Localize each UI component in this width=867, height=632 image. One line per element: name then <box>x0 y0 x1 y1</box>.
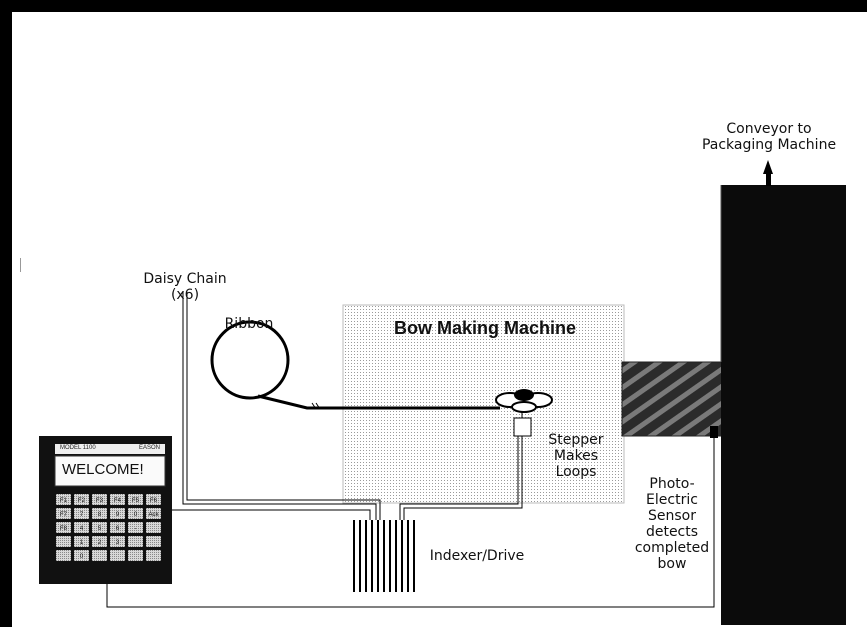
frame-left-border <box>0 0 12 627</box>
indexer-drive <box>353 520 415 592</box>
bow-making-machine-title: Bow Making Machine <box>393 318 577 338</box>
bow-making-machine-area <box>342 304 625 504</box>
keypad-key-label: 1 <box>80 540 84 546</box>
panel-model-label: MODEL 1100 <box>60 445 96 451</box>
keypad-key <box>110 550 125 561</box>
keypad-key-label: F4 <box>114 498 122 504</box>
ribbon-label: Ribbon <box>224 316 274 332</box>
frame-top-border <box>0 0 867 12</box>
keypad-key <box>146 494 161 505</box>
keypad-key <box>92 522 107 533</box>
keypad-key <box>74 522 89 533</box>
keypad-key <box>128 508 143 519</box>
keypad-key-label: F1 <box>60 498 68 504</box>
stepper-label: Stepper Makes Loops <box>548 432 604 480</box>
keypad-key <box>92 550 107 561</box>
photo-sensor <box>710 426 718 438</box>
keypad-key-label: F5 <box>132 498 140 504</box>
keypad-key <box>56 550 71 561</box>
keypad-key <box>128 536 143 547</box>
indexer-fin <box>353 520 355 592</box>
panel-indexer-cable <box>172 509 371 520</box>
stepper-indexer-cable-2 <box>399 436 519 520</box>
keypad-key <box>92 536 107 547</box>
daisy-chain-cable <box>186 292 381 520</box>
ribbon-strip <box>257 394 500 410</box>
keypad-key-label: 6 <box>116 526 120 532</box>
keypad-key-label: F6 <box>150 498 158 504</box>
keypad-key-label: - <box>135 526 137 532</box>
indexer-fin <box>365 520 367 592</box>
indexer-label: Indexer/Drive <box>429 548 525 564</box>
keypad-key <box>56 494 71 505</box>
indexer-fin <box>377 520 379 592</box>
keypad-key <box>110 522 125 533</box>
keypad-key-label: 4 <box>80 526 84 532</box>
margin-mark <box>20 258 21 272</box>
keypad-key <box>92 508 107 519</box>
keypad-key <box>110 508 125 519</box>
panel-display <box>54 455 166 487</box>
indexer-fin <box>413 520 415 592</box>
keypad-key-label: 2 <box>98 540 102 546</box>
ribbon-spool <box>210 320 290 400</box>
bow <box>495 389 553 413</box>
keypad-key-label: 0 <box>134 512 138 518</box>
daisy-chain-cable-2 <box>182 292 377 520</box>
conveyor-arrow-head <box>763 160 773 174</box>
keypad-key <box>146 508 161 519</box>
keypad-key <box>56 508 71 519</box>
indexer-fin <box>371 520 373 592</box>
keypad-key <box>146 522 161 533</box>
keypad-key-label: F3 <box>96 498 104 504</box>
indexer-fin <box>359 520 361 592</box>
stepper-indexer-cable <box>403 436 523 520</box>
panel-brand-label: EASON <box>139 445 161 451</box>
keypad-key <box>146 550 161 561</box>
keypad-key-label: F2 <box>78 498 86 504</box>
sensor-label: Photo- Electric Sensor detects completed… <box>634 476 710 572</box>
keypad-key <box>56 536 71 547</box>
keypad-key <box>56 522 71 533</box>
stepper-motor <box>513 417 532 437</box>
keypad-key-label: F8 <box>60 526 68 532</box>
keypad-key <box>128 494 143 505</box>
keypad-key <box>74 508 89 519</box>
conveyor-label: Conveyor to Packaging Machine <box>701 121 837 153</box>
conveyor <box>721 185 846 625</box>
indexer-fin <box>407 520 409 592</box>
indexer-fin <box>401 520 403 592</box>
keypad-key-label: 9 <box>116 512 120 518</box>
keypad-key <box>128 550 143 561</box>
indexer-fin <box>389 520 391 592</box>
keypad-key <box>110 536 125 547</box>
keypad-key-label: 5 <box>98 526 102 532</box>
keypad-key <box>74 494 89 505</box>
keypad-key-label: Ack <box>148 512 159 518</box>
keypad-key <box>110 494 125 505</box>
ribbon-guide <box>311 402 321 410</box>
daisy-chain-label: Daisy Chain (x6) <box>143 271 227 303</box>
sensor-cable <box>106 436 715 608</box>
panel-header-strip <box>55 444 165 454</box>
keypad-key-label: 3 <box>116 540 120 546</box>
keypad-key <box>74 536 89 547</box>
panel-display-text: WELCOME! <box>62 461 144 478</box>
keypad-key-label: 8 <box>98 512 102 518</box>
keypad-key <box>128 522 143 533</box>
conveyor-arrow-shaft <box>766 170 771 186</box>
indexer-fin <box>383 520 385 592</box>
indexer-fin <box>395 520 397 592</box>
keypad-key-label: 7 <box>80 512 84 518</box>
keypad-key-label: 0 <box>80 554 84 560</box>
keypad-key-label: F7 <box>60 512 68 518</box>
keypad-key <box>146 536 161 547</box>
keypad-key <box>74 550 89 561</box>
keypad-key <box>92 494 107 505</box>
